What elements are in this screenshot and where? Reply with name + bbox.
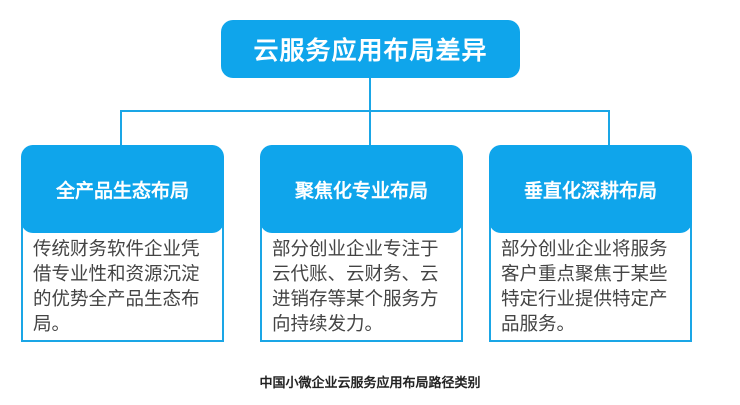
card-body: 传统财务软件企业凭借专业性和资源沉淀的优势全产品生态布局。: [33, 239, 200, 335]
card-heading: 全产品生态布局: [21, 145, 224, 233]
root-node: 云服务应用布局差异: [221, 20, 520, 78]
connector-right: [608, 110, 610, 145]
card-heading: 垂直化深耕布局: [489, 145, 692, 233]
card-focused: 聚焦化专业布局 部分创业企业专注于云代账、云财务、云进销存等某个服务方向持续发力…: [260, 145, 463, 342]
card-full-product: 全产品生态布局 传统财务软件企业凭借专业性和资源沉淀的优势全产品生态布局。: [21, 145, 224, 342]
card-body: 部分创业企业将服务客户重点聚焦于某些特定行业提供特定产品服务。: [501, 239, 668, 335]
figure-caption: 中国小微企业云服务应用布局路径类别: [259, 376, 481, 391]
connector-horizontal: [120, 110, 610, 112]
card-vertical: 垂直化深耕布局 部分创业企业将服务客户重点聚焦于某些特定行业提供特定产品服务。: [489, 145, 692, 342]
connector-left: [120, 110, 122, 145]
card-heading: 聚焦化专业布局: [260, 145, 463, 233]
card-body: 部分创业企业专注于云代账、云财务、云进销存等某个服务方向持续发力。: [272, 239, 439, 335]
